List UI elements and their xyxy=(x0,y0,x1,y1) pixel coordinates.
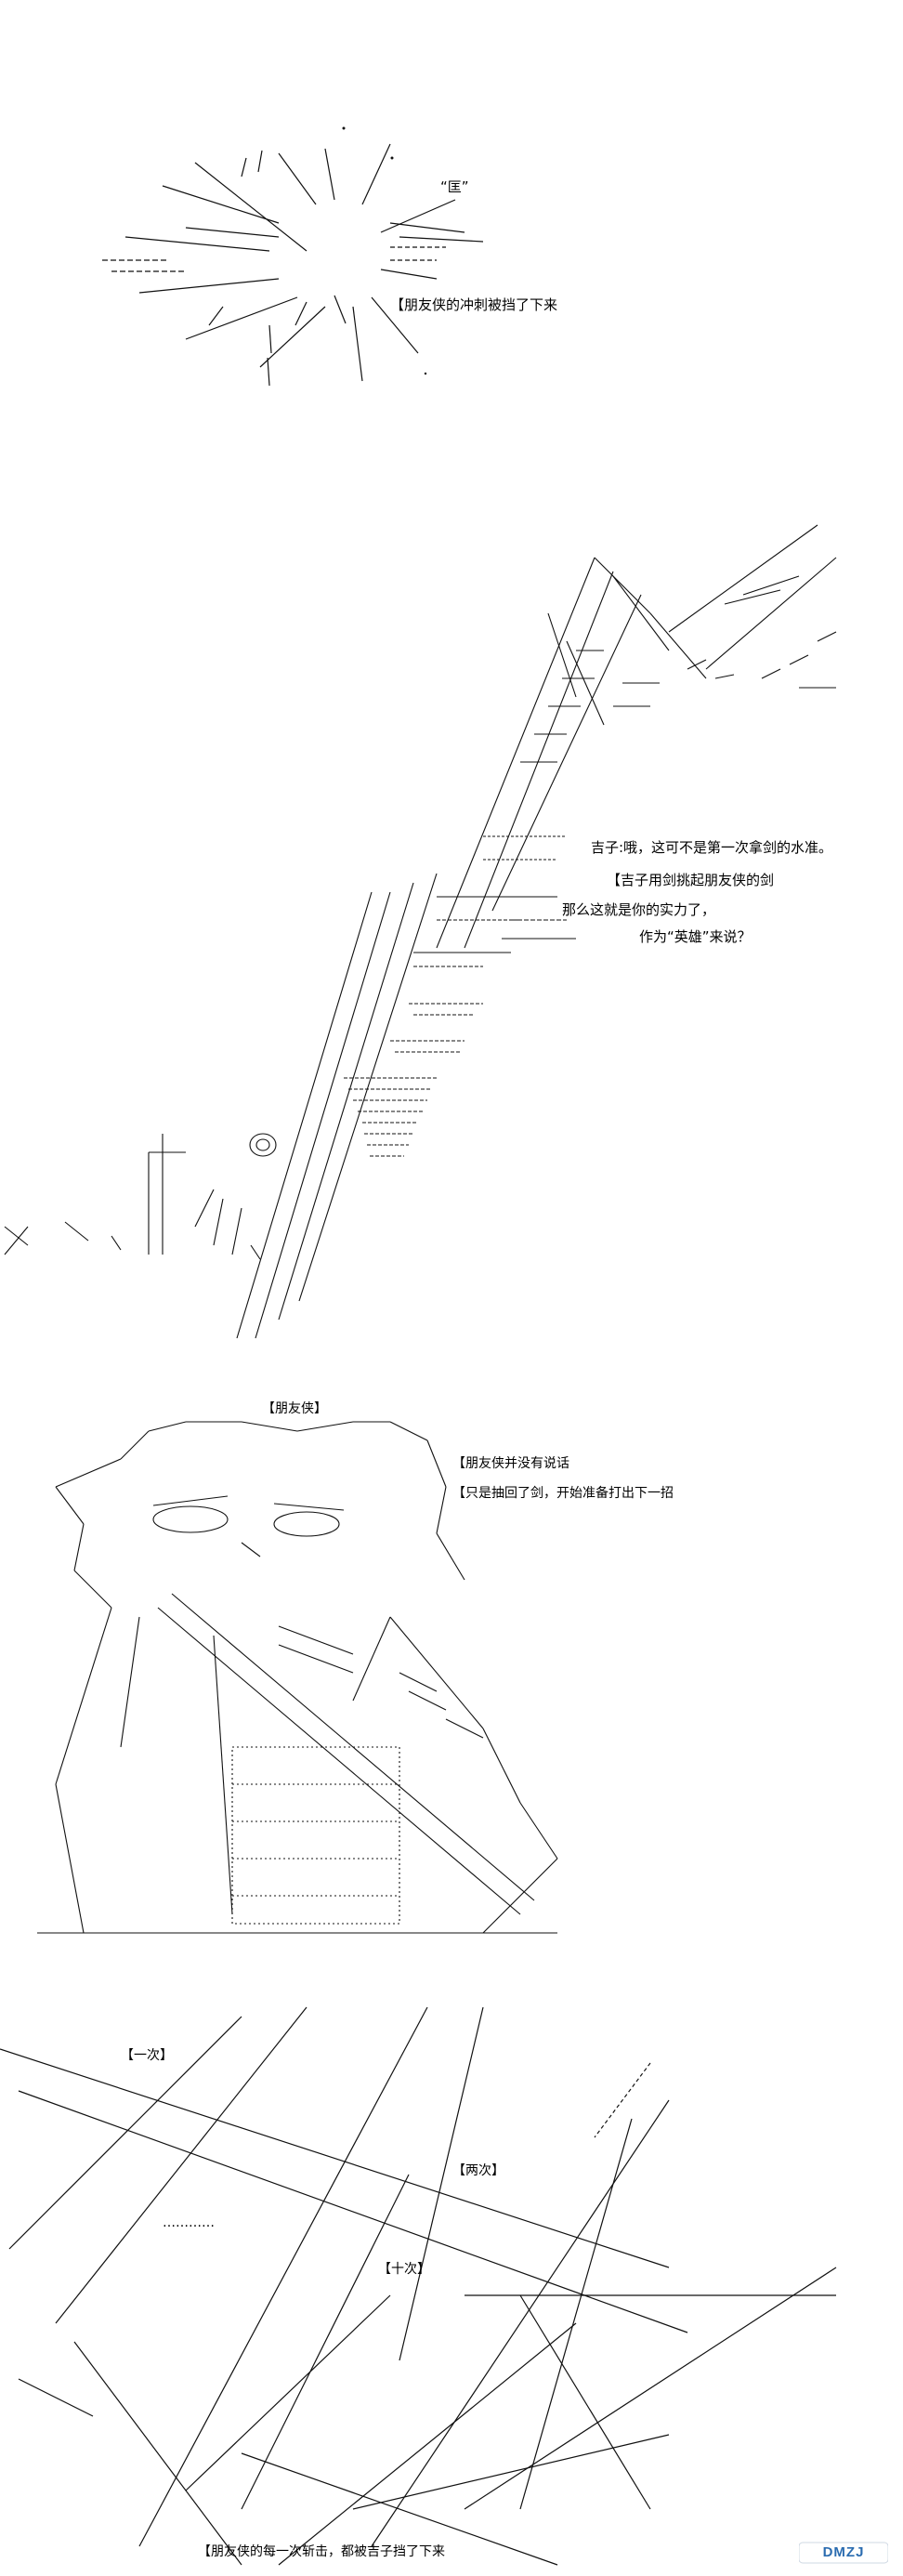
label-tenth-slash: 【十次】 xyxy=(378,2262,430,2277)
caption-sword-lifted: 【吉子用剑挑起朋友侠的剑 xyxy=(607,872,775,888)
sfx-clang: “匡” xyxy=(440,178,469,195)
ellipsis-dots: ………… xyxy=(163,2215,215,2230)
caption-all-blocked: 【朋友侠的每一次斩击，都被吉子挡了下来 xyxy=(198,2544,445,2559)
caption-charge-blocked: 【朋友侠的冲刺被挡了下来 xyxy=(390,296,558,313)
label-second-slash: 【两次】 xyxy=(452,2163,504,2178)
dialogue-yoshiko-2: 那么这就是你的实力了， xyxy=(562,901,716,918)
panel-clash: “匡” 【朋友侠的冲刺被挡了下来 xyxy=(0,0,903,390)
logo-text: DMZJ xyxy=(822,2544,865,2560)
friend-hero-art xyxy=(37,1421,558,1934)
label-first-slash: 【一次】 xyxy=(121,2048,173,2063)
caption-friend-prepares: 【只是抽回了剑，开始准备打出下一招 xyxy=(452,1486,674,1501)
dialogue-yoshiko-1: 吉子:哦，这可不是第一次拿剑的水准。 xyxy=(591,839,833,856)
dialogue-yoshiko-3: 作为“英雄”来说？ xyxy=(639,928,752,945)
panel-slashes: 【一次】 【两次】 【十次】 ………… 【朋友侠的每一次斩击，都被吉子挡了下来 xyxy=(0,1989,903,2576)
caption-friend-silent: 【朋友侠并没有说话 xyxy=(452,1456,569,1471)
panel-sword-lift: 吉子:哦，这可不是第一次拿剑的水准。 【吉子用剑挑起朋友侠的剑 那么这就是你的实… xyxy=(0,483,903,1357)
site-logo: DMZJ xyxy=(798,2539,889,2567)
sword-lift-art xyxy=(4,524,837,1339)
panel-friend-hero: 【朋友侠】 【朋友侠并没有说话 【只是抽回了剑，开始准备打出下一招 xyxy=(0,1394,903,1952)
slashes-art xyxy=(0,2006,837,2566)
clash-burst-art xyxy=(102,126,484,387)
speaker-friend-hero: 【朋友侠】 xyxy=(262,1401,327,1416)
